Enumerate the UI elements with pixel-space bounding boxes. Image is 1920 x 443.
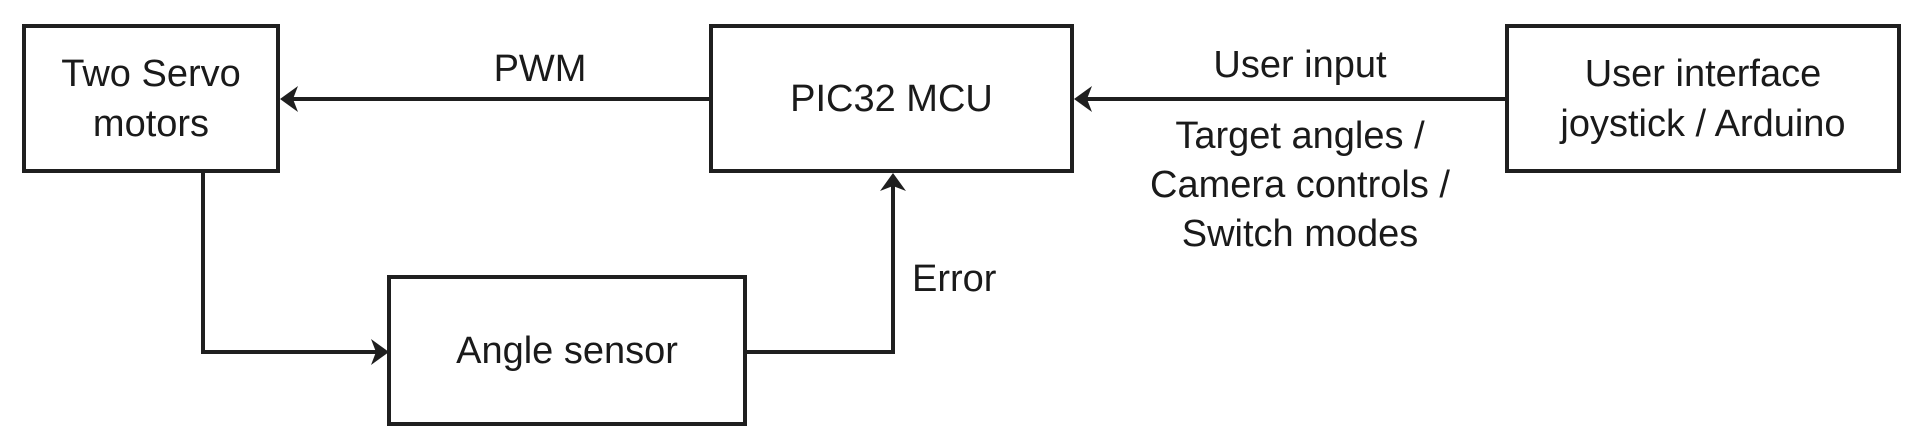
block-user-interface: User interface joystick / Arduino (1505, 24, 1901, 173)
ui-label-line-2: joystick / Arduino (1560, 102, 1846, 145)
user-input-detail-line-3: Switch modes (1181, 213, 1419, 255)
user-input-detail-line-1: Target angles / (1175, 115, 1425, 157)
pwm-arrowhead (280, 86, 298, 112)
mcu-label: PIC32 MCU (790, 77, 993, 120)
servo-to-sensor-arrowhead (371, 339, 389, 365)
user-input-arrowhead (1074, 86, 1092, 112)
block-angle-sensor: Angle sensor (387, 275, 747, 426)
sensor-label: Angle sensor (456, 329, 678, 372)
ui-label-line-1: User interface (1584, 52, 1822, 95)
servo-label-line-1: Two Servo (61, 52, 241, 95)
block-servo-motors: Two Servo motors (22, 24, 280, 173)
error-arrowhead (880, 173, 906, 191)
block-pic32-mcu: PIC32 MCU (709, 24, 1074, 173)
sensor-to-mcu-line (746, 186, 895, 354)
servo-label-line-2: motors (92, 102, 210, 145)
servo-to-sensor-line (201, 172, 376, 354)
user-input-details: Target angles / Camera controls / Switch… (1100, 112, 1500, 259)
error-label: Error (912, 258, 997, 300)
user-input-detail-line-2: Camera controls / (1150, 164, 1450, 206)
pwm-label: PWM (493, 48, 587, 90)
user-input-label: User input (1213, 44, 1387, 86)
